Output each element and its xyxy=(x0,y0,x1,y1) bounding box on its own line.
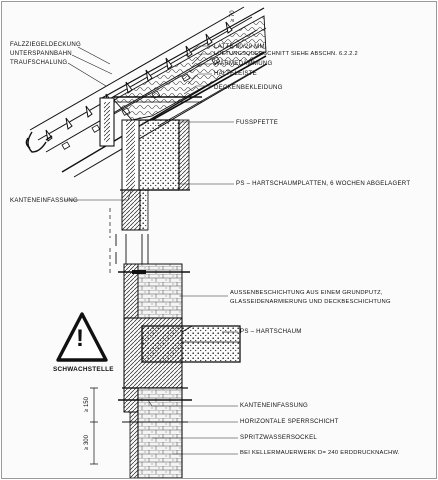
warning-triangle-icon xyxy=(56,312,108,362)
label-sperrschicht: HORIZONTALE SPERRSCHICHT xyxy=(240,418,339,425)
label-aussenbeschichtung-1: AUSSENBESCHICHTUNG AUS EINEM GRUNDPUTZ, xyxy=(230,290,383,296)
label-deckenbekleidung: DECKENBEKLEIDUNG xyxy=(214,84,283,91)
floor-slab xyxy=(122,317,241,389)
label-spritzwasser: SPRITZWASSERSOCKEL xyxy=(240,434,318,441)
label-kellermauerwerk: BEI KELLERMAUERWERK d= 240 ERDDRUCKNACHW… xyxy=(240,450,400,456)
label-traufschalung: TRAUFSCHALUNG xyxy=(10,59,68,66)
upper-wall xyxy=(121,189,149,231)
label-halteleiste: HALTELEISTE xyxy=(214,70,257,77)
leader-lines xyxy=(64,45,238,455)
mid-wall xyxy=(118,263,190,319)
label-aussenbeschichtung-2: GLASSEIDENARMIERUNG UND DECKBESCHICHTUNG xyxy=(230,299,391,305)
warning-exclamation: ! xyxy=(76,325,84,352)
dimension-top: ≥ 70 xyxy=(230,10,236,22)
dimension-lines xyxy=(90,208,111,465)
gutter xyxy=(25,131,53,153)
label-kanteneinfassung-top: KANTENEINFASSUNG xyxy=(10,197,78,204)
label-latte: LATTE 80/20 mm xyxy=(214,43,265,50)
label-fusspfette: FUSSPFETTE xyxy=(236,119,279,126)
label-lueftung: LÜFTUNGSQUERSCHNITT SIEHE ABSCHN. 6.2.2.… xyxy=(214,51,358,57)
warning-label: SCHWACHSTELLE xyxy=(53,366,114,373)
label-unterspann: UNTERSPANNBAHN xyxy=(10,50,72,57)
foot-purlin xyxy=(138,119,180,191)
roof-insulation xyxy=(113,15,267,121)
dimension-300: ≥ 300 xyxy=(84,435,90,450)
label-ps-platten: PS – HARTSCHAUMPLATTEN, 6 WOCHEN ABGELAG… xyxy=(236,180,411,187)
label-falzziegel: FALZZIEGELDECKUNG xyxy=(10,41,81,48)
basement-wall xyxy=(118,387,192,478)
dimension-150: ≥ 150 xyxy=(84,397,90,412)
label-ps-hartschaum: PS – HARTSCHAUM xyxy=(240,328,302,335)
label-waermedaemmung: WÄRMEDÄMMUNG xyxy=(214,60,273,67)
label-kanteneinfassung-bottom: KANTENEINFASSUNG xyxy=(240,402,308,409)
